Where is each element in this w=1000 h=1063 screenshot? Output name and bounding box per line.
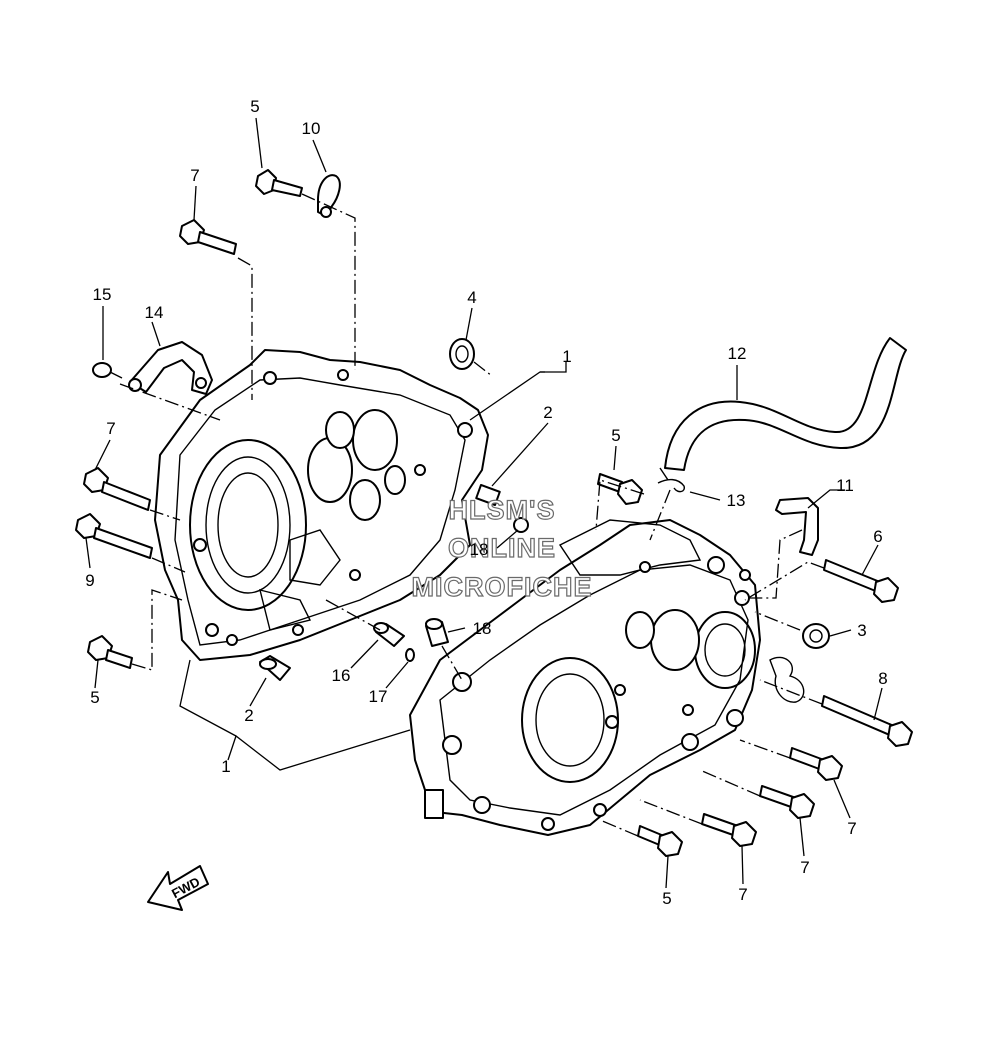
bolt-9 bbox=[75, 513, 153, 559]
oil-seal-3 bbox=[802, 623, 830, 649]
callout-2-top: 2 bbox=[543, 403, 552, 422]
bolt-5-top bbox=[255, 169, 303, 197]
callout-11: 11 bbox=[836, 476, 854, 495]
dowel-pin-2-top bbox=[475, 484, 501, 506]
bolt-10-clip bbox=[317, 174, 341, 218]
bolt-5-left bbox=[87, 635, 133, 669]
bolt-7-left bbox=[83, 467, 151, 511]
callout-5-left: 5 bbox=[90, 688, 99, 707]
bolt-7-r2 bbox=[759, 785, 815, 819]
bracket bbox=[775, 497, 819, 556]
right-crankcase bbox=[409, 519, 761, 836]
breather-hose bbox=[659, 337, 907, 481]
callout-5-top: 5 bbox=[250, 97, 259, 116]
fwd-arrow: FWD bbox=[147, 865, 209, 911]
callout-4: 4 bbox=[467, 288, 476, 307]
dowel-pin-18-mid bbox=[425, 618, 449, 647]
callout-13: 13 bbox=[727, 491, 746, 510]
watermark-line-1: HLSM'S bbox=[449, 495, 556, 525]
bolt-7-bottom bbox=[701, 813, 757, 847]
bolt-5-bottom bbox=[637, 825, 683, 857]
hose-clip bbox=[657, 478, 686, 493]
watermark-line-3: MICROFICHE bbox=[412, 572, 593, 602]
callout-18-top: 18 bbox=[470, 540, 489, 559]
dowel-pin-16 bbox=[373, 622, 405, 647]
leader-lines bbox=[85, 117, 883, 889]
callout-16: 16 bbox=[332, 666, 351, 685]
callout-1-top: 1 bbox=[562, 347, 571, 366]
callout-14: 14 bbox=[145, 303, 164, 322]
callout-5-mid: 5 bbox=[611, 426, 620, 445]
callout-7-left: 7 bbox=[106, 419, 115, 438]
callout-3: 3 bbox=[857, 621, 866, 640]
dowel-pin-2-bottom bbox=[259, 655, 291, 681]
callout-labels: 5 10 7 15 14 4 1 2 12 7 5 13 11 18 9 6 3… bbox=[85, 97, 887, 908]
callout-7-r2: 7 bbox=[800, 858, 809, 877]
callout-7-top: 7 bbox=[190, 166, 199, 185]
retainer-plate bbox=[128, 341, 213, 395]
clip-right bbox=[769, 656, 805, 703]
callout-8: 8 bbox=[878, 669, 887, 688]
left-crankcase bbox=[154, 349, 489, 661]
callout-10: 10 bbox=[302, 119, 321, 138]
watermark-line-2: ONLINE bbox=[448, 533, 556, 563]
bolt-7-top bbox=[179, 219, 237, 255]
callout-12: 12 bbox=[728, 344, 747, 363]
bolt-7-r1 bbox=[789, 747, 843, 781]
callout-1-bottom: 1 bbox=[221, 757, 230, 776]
o-ring-17 bbox=[405, 648, 415, 662]
bolt-8 bbox=[821, 695, 913, 747]
callout-2-bottom: 2 bbox=[244, 706, 253, 725]
callout-18-mid: 18 bbox=[473, 619, 492, 638]
watermark: HLSM'S ONLINE MICROFICHE bbox=[411, 494, 593, 602]
callout-7-r1: 7 bbox=[847, 819, 856, 838]
callout-17: 17 bbox=[369, 687, 388, 706]
bolt-6 bbox=[823, 559, 899, 603]
callout-9: 9 bbox=[85, 571, 94, 590]
callout-6: 6 bbox=[873, 527, 882, 546]
fwd-label: FWD bbox=[169, 874, 202, 901]
callout-7-bottom: 7 bbox=[738, 885, 747, 904]
oil-seal-4 bbox=[449, 338, 475, 370]
screw-15 bbox=[92, 362, 123, 379]
callout-5-bottom: 5 bbox=[662, 889, 671, 908]
callout-15: 15 bbox=[93, 285, 112, 304]
bolt-5-mid bbox=[597, 473, 643, 505]
dowel-pin-18-top bbox=[513, 517, 529, 533]
